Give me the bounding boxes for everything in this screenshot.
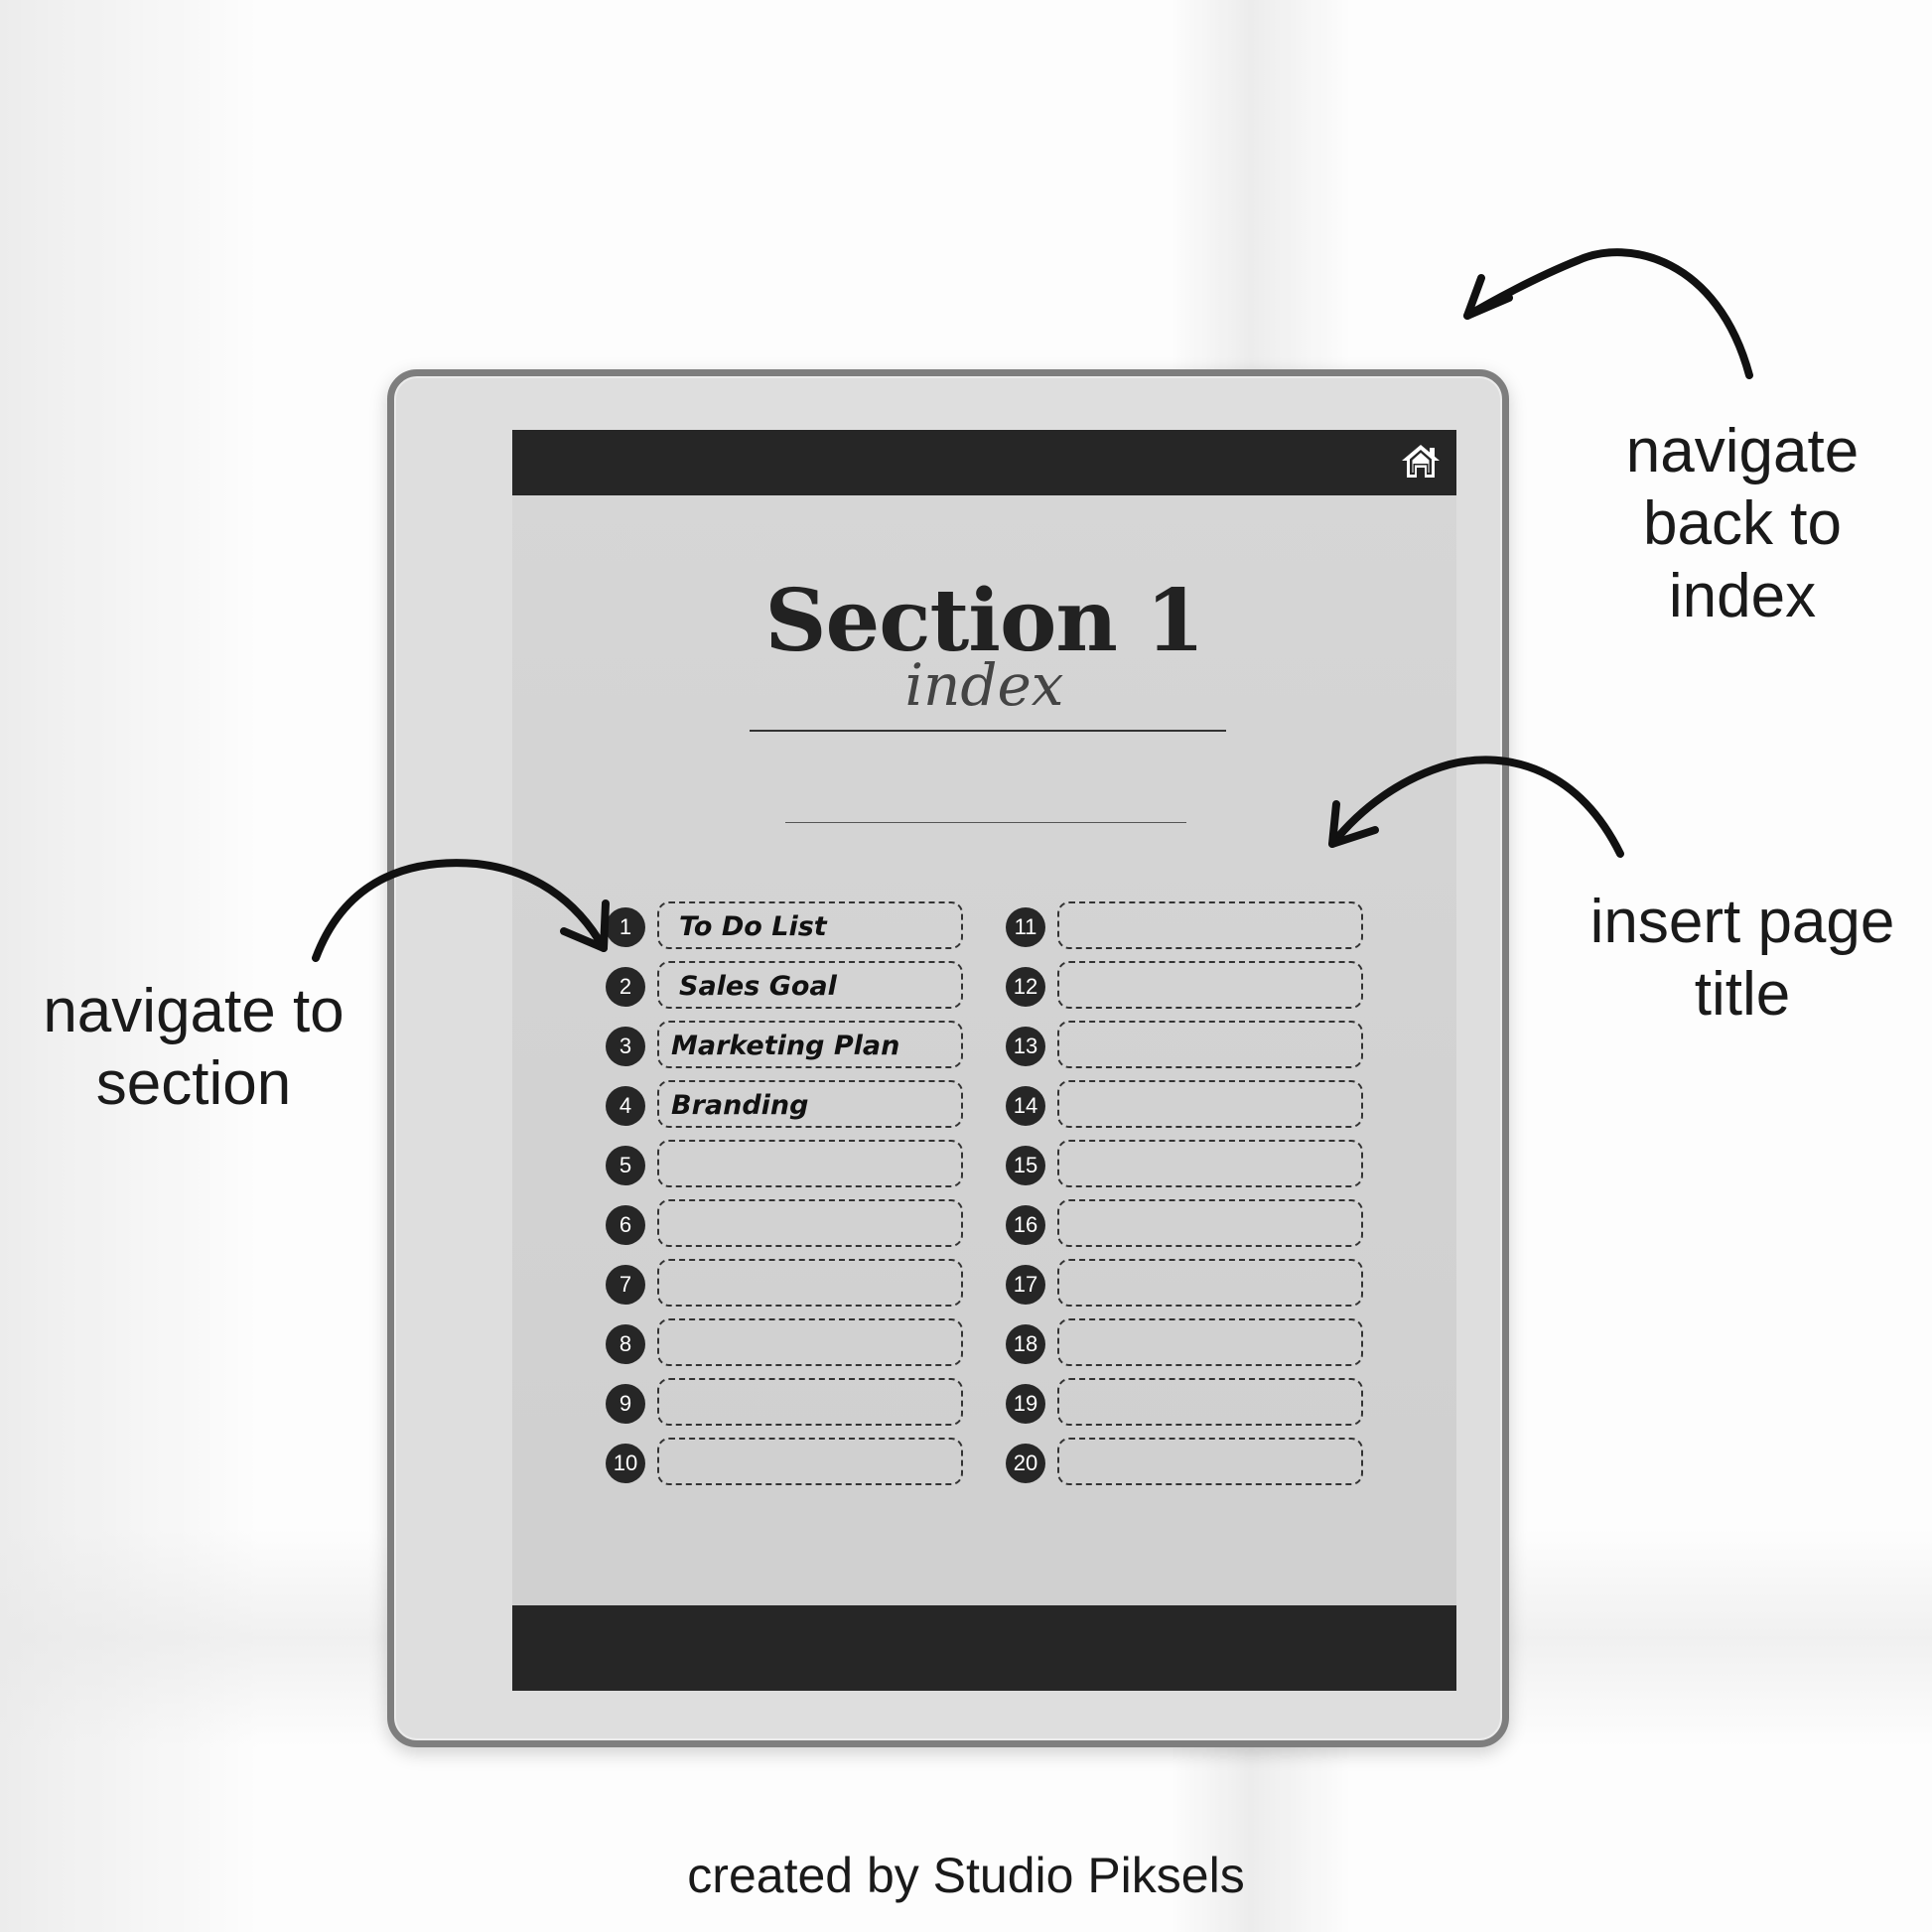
index-row[interactable]: 19 xyxy=(1006,1376,1363,1436)
index-title-field[interactable] xyxy=(1057,1080,1363,1128)
index-row[interactable]: 17 xyxy=(1006,1257,1363,1316)
index-row[interactable]: 4 Branding xyxy=(606,1078,963,1138)
section-subtitle: index xyxy=(904,651,1064,719)
index-number-badge[interactable]: 4 xyxy=(606,1086,645,1126)
index-number-badge[interactable]: 2 xyxy=(606,967,645,1007)
annotation-navigate-section: navigate to section xyxy=(43,977,345,1119)
index-title-field[interactable] xyxy=(1057,1378,1363,1426)
index-title-field[interactable]: To Do List xyxy=(657,901,963,949)
index-title-field[interactable] xyxy=(1057,1438,1363,1485)
index-row[interactable]: 3 Marketing Plan xyxy=(606,1019,963,1078)
index-row[interactable]: 14 xyxy=(1006,1078,1363,1138)
index-row[interactable]: 16 xyxy=(1006,1197,1363,1257)
index-row[interactable]: 13 xyxy=(1006,1019,1363,1078)
index-row[interactable]: 7 xyxy=(606,1257,963,1316)
index-title-field[interactable] xyxy=(1057,901,1363,949)
index-row[interactable]: 11 xyxy=(1006,899,1363,959)
index-title-field[interactable] xyxy=(1057,1318,1363,1366)
bottom-bar xyxy=(512,1605,1456,1691)
index-row[interactable]: 12 xyxy=(1006,959,1363,1019)
index-number-badge[interactable]: 14 xyxy=(1006,1086,1045,1126)
index-number-badge[interactable]: 9 xyxy=(606,1384,645,1424)
top-navigation-bar xyxy=(512,430,1456,495)
index-title-field[interactable] xyxy=(1057,1259,1363,1307)
index-row[interactable]: 18 xyxy=(1006,1316,1363,1376)
index-number-badge[interactable]: 17 xyxy=(1006,1265,1045,1305)
index-number-badge[interactable]: 8 xyxy=(606,1324,645,1364)
index-row[interactable]: 10 xyxy=(606,1436,963,1495)
index-title-text: Branding xyxy=(671,1090,809,1121)
index-row[interactable]: 5 xyxy=(606,1138,963,1197)
index-title-field[interactable] xyxy=(657,1259,963,1307)
index-title-text: Sales Goal xyxy=(679,971,837,1002)
index-title-field[interactable] xyxy=(1057,1021,1363,1068)
index-number-badge[interactable]: 11 xyxy=(1006,907,1045,947)
index-number-badge[interactable]: 6 xyxy=(606,1205,645,1245)
index-row[interactable]: 6 xyxy=(606,1197,963,1257)
index-number-badge[interactable]: 19 xyxy=(1006,1384,1045,1424)
index-number-badge[interactable]: 20 xyxy=(1006,1444,1045,1483)
index-title-field[interactable] xyxy=(1057,1140,1363,1187)
index-title-field[interactable] xyxy=(1057,1199,1363,1247)
index-title-field[interactable] xyxy=(657,1140,963,1187)
index-number-badge[interactable]: 12 xyxy=(1006,967,1045,1007)
home-icon[interactable] xyxy=(1397,438,1445,485)
index-number-badge[interactable]: 5 xyxy=(606,1146,645,1185)
annotation-navigate-back: navigate back to index xyxy=(1625,417,1860,631)
section-title: Section 1 xyxy=(764,571,1204,671)
index-number-badge[interactable]: 1 xyxy=(606,907,645,947)
index-title-field[interactable] xyxy=(1057,961,1363,1009)
index-title-field[interactable] xyxy=(657,1199,963,1247)
index-row[interactable]: 8 xyxy=(606,1316,963,1376)
index-row[interactable]: 1 To Do List xyxy=(606,899,963,959)
index-title-field[interactable] xyxy=(657,1438,963,1485)
index-column-left: 1 To Do List 2 Sales Goal 3 Marketing Pl… xyxy=(606,899,963,1495)
title-underline xyxy=(750,730,1226,732)
index-title-text: Marketing Plan xyxy=(671,1031,900,1061)
index-row[interactable]: 2 Sales Goal xyxy=(606,959,963,1019)
index-number-badge[interactable]: 15 xyxy=(1006,1146,1045,1185)
annotation-insert-title: insert page title xyxy=(1589,888,1895,1030)
index-title-field[interactable]: Branding xyxy=(657,1080,963,1128)
index-number-badge[interactable]: 7 xyxy=(606,1265,645,1305)
index-number-badge[interactable]: 18 xyxy=(1006,1324,1045,1364)
index-column-right: 11 12 13 14 15 16 17 18 xyxy=(1006,899,1363,1495)
index-title-field[interactable]: Marketing Plan xyxy=(657,1021,963,1068)
page-title-line[interactable] xyxy=(785,822,1186,823)
index-number-badge[interactable]: 13 xyxy=(1006,1027,1045,1066)
index-row[interactable]: 9 xyxy=(606,1376,963,1436)
index-row[interactable]: 20 xyxy=(1006,1436,1363,1495)
credit-text: created by Studio Piksels xyxy=(687,1848,1245,1903)
index-row[interactable]: 15 xyxy=(1006,1138,1363,1197)
index-title-field[interactable] xyxy=(657,1378,963,1426)
index-title-text: To Do List xyxy=(679,911,827,942)
index-title-field[interactable] xyxy=(657,1318,963,1366)
tablet-screen: Section 1 index 1 To Do List 2 Sales Goa… xyxy=(512,430,1456,1691)
index-title-field[interactable]: Sales Goal xyxy=(657,961,963,1009)
index-number-badge[interactable]: 16 xyxy=(1006,1205,1045,1245)
index-number-badge[interactable]: 10 xyxy=(606,1444,645,1483)
index-number-badge[interactable]: 3 xyxy=(606,1027,645,1066)
